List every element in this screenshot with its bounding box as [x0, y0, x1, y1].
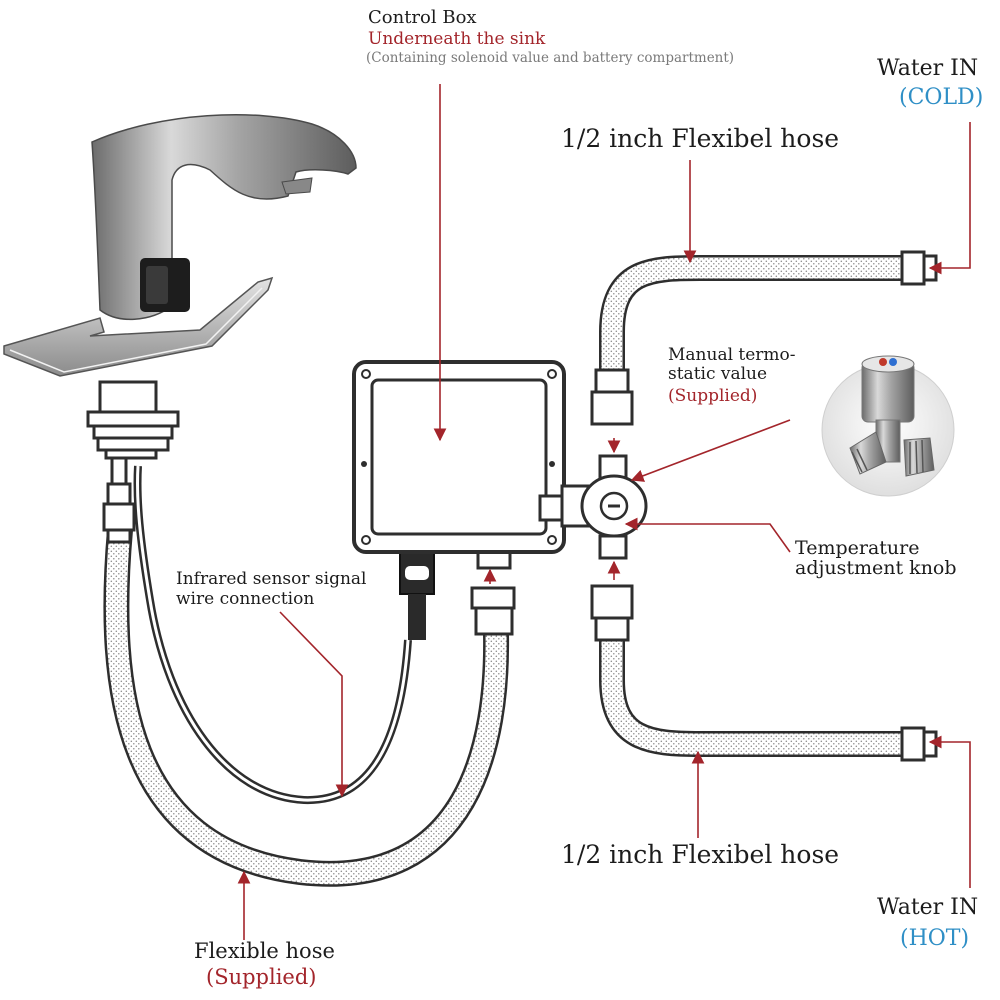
flexible-hose-supplied: (Supplied): [206, 965, 317, 989]
control-box-note: (Containing solenoid value and battery c…: [366, 50, 735, 66]
faucet-tailpiece: [86, 380, 180, 506]
valve-label-supplied: (Supplied): [668, 386, 758, 406]
arrow-sensor-wire: [279, 611, 349, 798]
water-in-hot-title: Water IN: [877, 895, 979, 920]
faucet: [3, 114, 357, 377]
control-box-drawing: [352, 360, 570, 554]
control-box-location: Underneath the sink: [368, 29, 546, 49]
arrow-knob: [624, 517, 791, 553]
hose-top-label: 1/2 inch Flexibel hose: [561, 124, 840, 153]
sensor-wire-line1: Infrared sensor signal: [176, 569, 367, 589]
water-in-cold-temp: (COLD): [899, 85, 984, 110]
water-in-hot-temp: (HOT): [900, 926, 970, 951]
arrow-water-hot: [928, 735, 971, 888]
control-box-title: Control Box: [368, 7, 477, 28]
valve-photo: [821, 355, 955, 497]
valve-label-line2: static value: [668, 364, 768, 384]
flexible-hose-title: Flexible hose: [194, 939, 335, 963]
arrow-water-cold: [928, 122, 971, 275]
knob-label-line2: adjustment knob: [795, 557, 957, 579]
hose-bottom-label: 1/2 inch Flexibel hose: [561, 840, 840, 869]
valve-label-line1: Manual termo-: [668, 345, 796, 365]
sensor-cable: [133, 465, 435, 805]
braided-hoses: [103, 255, 908, 887]
water-in-cold-title: Water IN: [877, 56, 979, 81]
sensor-wire-line2: wire connection: [176, 589, 315, 609]
leader-arrows: [237, 84, 971, 940]
thermostatic-valve-drawing: [560, 454, 648, 560]
knob-label-line1: Temperature: [795, 537, 920, 559]
arrow-valve: [630, 419, 791, 482]
